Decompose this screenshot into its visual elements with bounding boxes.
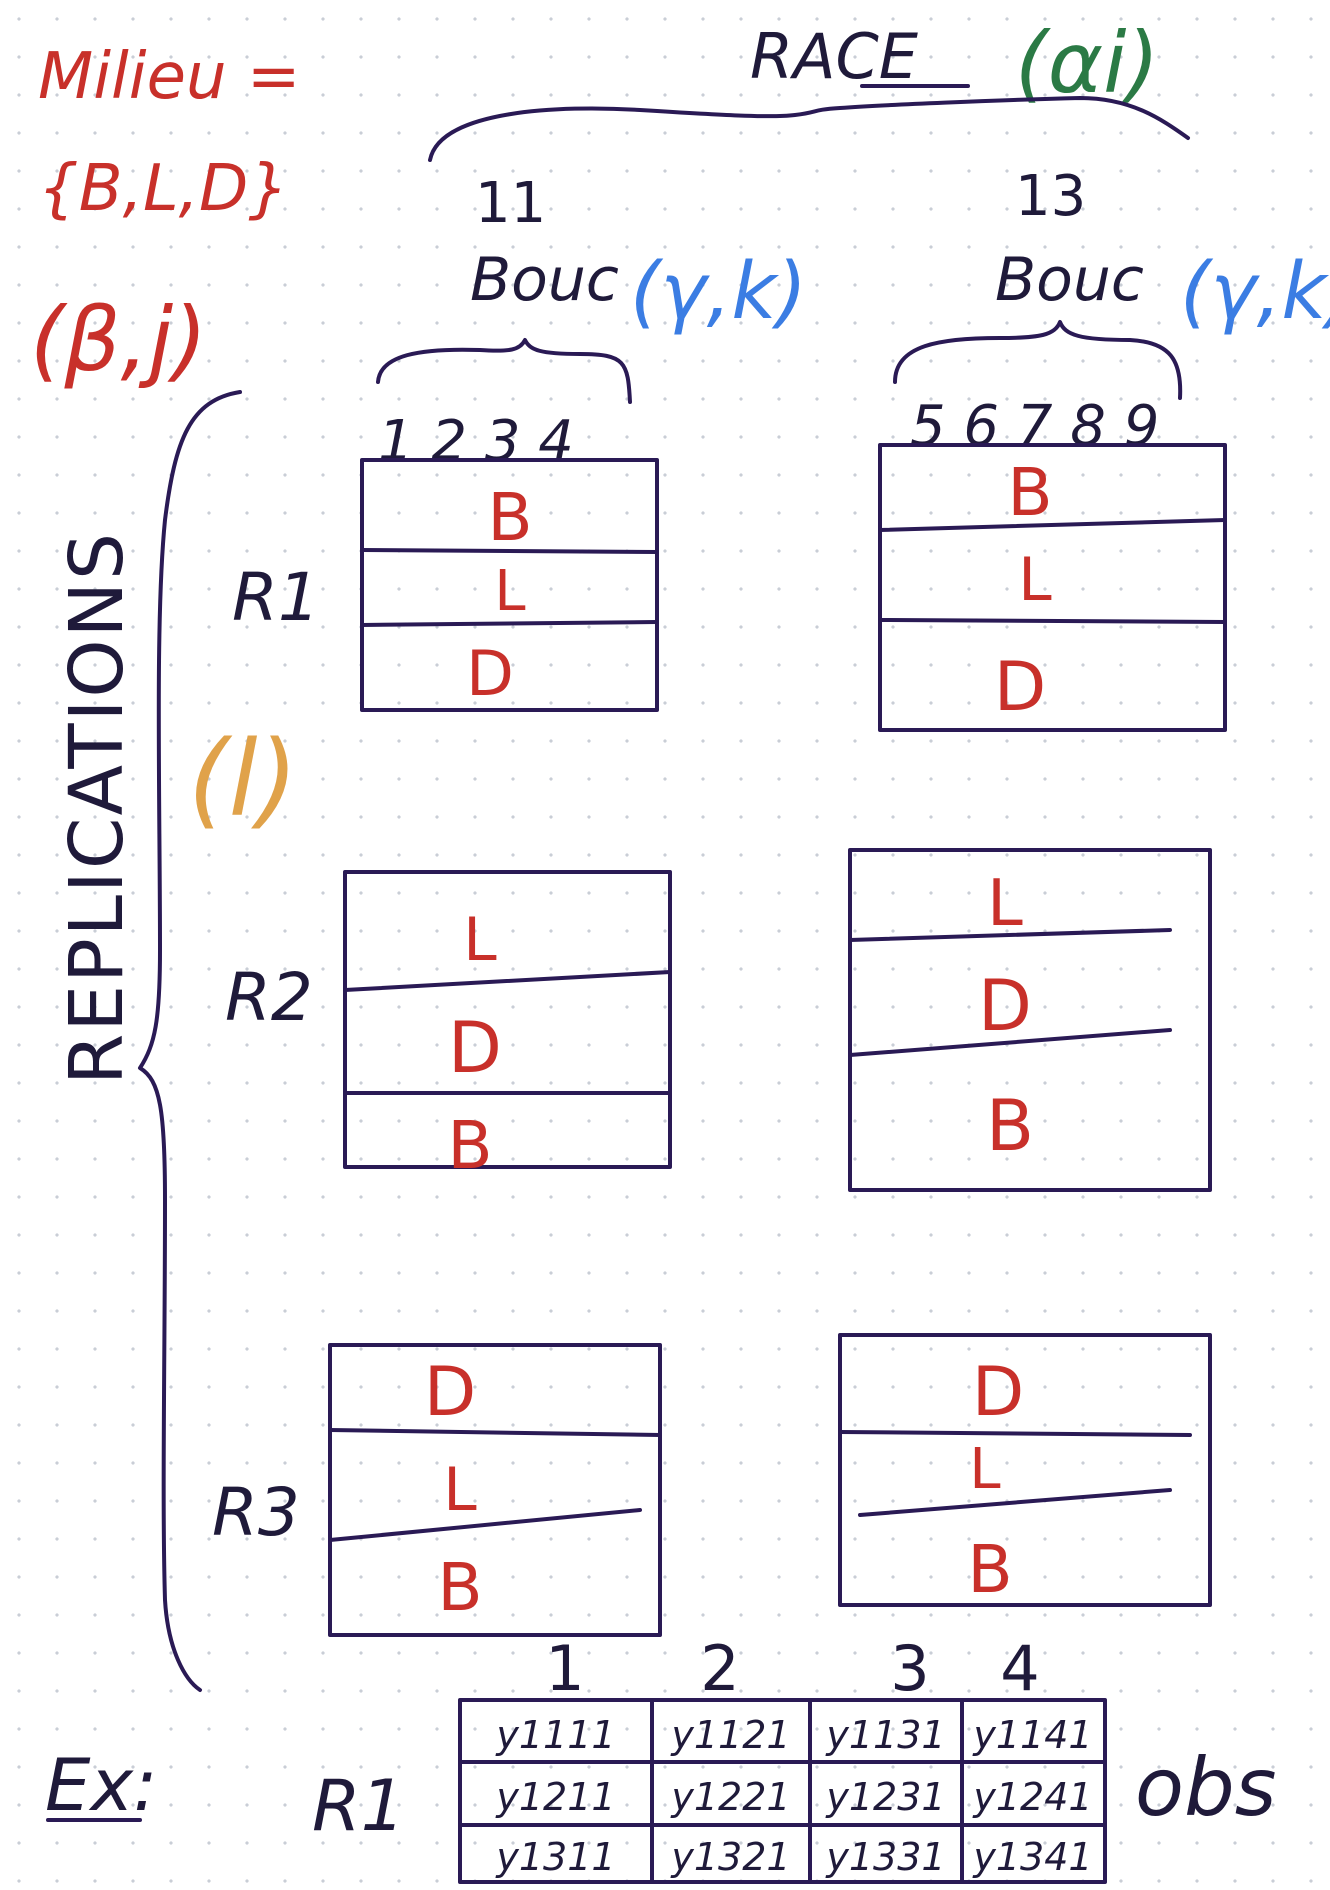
group-13-ids: 5 6 7 8 9: [910, 394, 1159, 459]
example-cell: y1341: [972, 1835, 1092, 1879]
plot-r1-right-2: L: [1018, 545, 1052, 615]
plot-r3-right-3: B: [967, 1531, 1012, 1608]
group-11-number: 11: [475, 171, 546, 236]
example-row-label: R1: [312, 1765, 405, 1847]
replications-label-group: REPLICATIONS (l): [54, 390, 298, 1692]
plot-r1-left-3: D: [466, 637, 514, 710]
race-brace: [428, 96, 1190, 162]
example-col-header-4: 4: [1000, 1632, 1039, 1705]
example-cell: y1211: [495, 1775, 615, 1819]
group-11-header: 11 Bouc (γ,k) 1 2 3 4: [376, 171, 807, 474]
replications-brace: [138, 390, 242, 1692]
example-col-header-2: 2: [700, 1632, 739, 1705]
example-col-header-3: 3: [890, 1632, 929, 1705]
replications-label: REPLICATIONS: [54, 531, 140, 1085]
replication-label-r2: R2: [225, 959, 313, 1036]
plot-r2-right-3: B: [986, 1085, 1034, 1167]
example-section: Ex: R1 1 2 3 4 y1111 y1121 y1131 y1141 y…: [45, 1632, 1276, 1884]
example-cell: y1221: [670, 1775, 790, 1819]
milieu-label: Milieu =: [38, 40, 300, 114]
group-11-bouc: Bouc: [470, 245, 619, 315]
example-table: y1111 y1121 y1131 y1141 y1211 y1221 y123…: [458, 1698, 1107, 1884]
block-r1-left: B L D: [360, 458, 659, 712]
plot-r1-right-3: D: [994, 648, 1046, 727]
example-cell: y1131: [825, 1713, 945, 1757]
plot-r2-right-1: L: [987, 867, 1023, 941]
plot-r3-left-3: B: [437, 1549, 482, 1626]
race-header: RACE (αi): [428, 14, 1190, 162]
block-r2-right: L D B: [848, 848, 1212, 1192]
group-11-param: (γ,k): [630, 247, 807, 337]
race-label: RACE: [750, 20, 919, 93]
plot-r3-left-2: L: [443, 1455, 477, 1525]
plot-r1-right-1: B: [1007, 454, 1052, 531]
group-11-brace: [376, 338, 632, 404]
example-cell: y1241: [972, 1775, 1092, 1819]
group-13-header: 13 Bouc (γ,k) 5 6 7 8 9: [893, 164, 1330, 459]
group-13-number: 13: [1015, 164, 1086, 229]
group-11-ids: 1 2 3 4: [378, 409, 574, 474]
group-13-brace: [893, 320, 1183, 400]
block-r1-right: B L D: [878, 443, 1227, 732]
block-r3-right: D L B: [838, 1333, 1212, 1608]
example-cell: y1321: [670, 1835, 790, 1879]
plot-r2-right-2: D: [978, 965, 1032, 1047]
block-r3-left: D L B: [328, 1343, 662, 1637]
plot-r1-left-1: B: [487, 479, 532, 556]
example-col-header-1: 1: [545, 1632, 584, 1705]
milieu-params: (β,j): [30, 288, 207, 391]
example-cell: y1141: [972, 1713, 1092, 1757]
plot-r3-right-2: L: [969, 1437, 1000, 1502]
plot-r3-right-1: D: [972, 1353, 1024, 1432]
example-cell: y1331: [825, 1835, 945, 1879]
plot-r2-left-1: L: [463, 905, 497, 975]
replications-param: (l): [188, 718, 298, 840]
plot-r1-left-2: L: [494, 559, 525, 624]
block-r2-left: L D B: [343, 870, 672, 1184]
replication-label-r3: R3: [212, 1474, 300, 1551]
example-cell: y1111: [495, 1713, 615, 1757]
group-13-bouc: Bouc: [995, 245, 1144, 315]
replication-label-r1: R1: [232, 559, 320, 636]
example-cell: y1311: [495, 1835, 615, 1879]
example-label: Ex:: [45, 1743, 157, 1827]
plot-r2-left-3: B: [447, 1107, 492, 1184]
milieu-set: {B,L,D}: [38, 152, 289, 226]
plot-r2-left-2: D: [448, 1007, 502, 1089]
group-13-param: (γ,k): [1180, 247, 1330, 337]
milieu-definition: Milieu = {B,L,D} (β,j): [30, 40, 300, 391]
example-obs-label: obs: [1135, 1741, 1276, 1834]
race-param: (αi): [1015, 14, 1159, 112]
plot-r3-left-1: D: [424, 1353, 476, 1432]
example-cell: y1231: [825, 1775, 945, 1819]
example-cell: y1121: [670, 1713, 790, 1757]
